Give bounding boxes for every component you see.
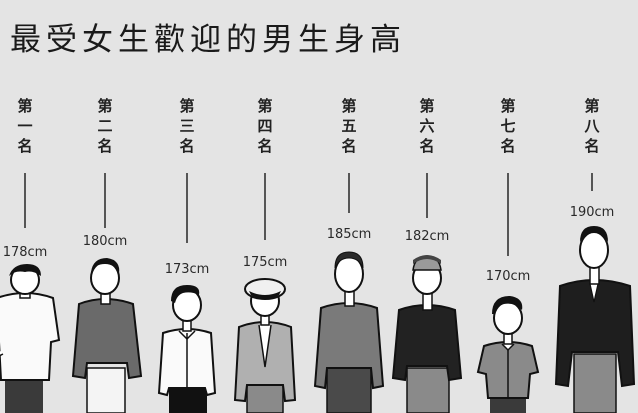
rank-char: 第 [17, 97, 33, 115]
rank-char: 第 [179, 97, 195, 115]
rank-char: 七 [500, 117, 516, 135]
rank-char: 二 [97, 117, 113, 135]
height-indicator-line [104, 173, 106, 228]
rank-label: 第 八 名 [583, 96, 601, 156]
height-label: 170cm [485, 269, 531, 284]
rank-char: 名 [257, 137, 273, 155]
height-indicator-line [507, 173, 509, 256]
rank-char: 名 [584, 137, 600, 155]
rank-label: 第 七 名 [499, 96, 517, 156]
rank-column-5: 第 五 名 185cm [309, 0, 389, 413]
height-indicator-line [186, 173, 188, 243]
rank-char: 八 [584, 117, 600, 135]
rank-char: 名 [179, 137, 195, 155]
rank-column-7: 第 七 名 170cm [468, 0, 548, 413]
height-indicator-line [264, 173, 266, 240]
rank-char: 名 [97, 137, 113, 155]
rank-char: 第 [419, 97, 435, 115]
rank-column-3: 第 三 名 173cm [147, 0, 227, 413]
rank-column-6: 第 六 名 182cm [387, 0, 467, 413]
height-label: 180cm [82, 234, 128, 249]
man-figure-white-shirt-bow [157, 285, 217, 413]
rank-char: 第 [341, 97, 357, 115]
rank-label: 第 一 名 [16, 96, 34, 156]
rank-char: 第 [97, 97, 113, 115]
rank-column-8: 第 八 名 190cm [552, 0, 636, 413]
rank-char: 第 [500, 97, 516, 115]
height-indicator-line [24, 173, 26, 228]
height-label: 190cm [569, 205, 615, 220]
man-figure-black-sweater [391, 255, 463, 413]
man-figure-white-tshirt [0, 264, 61, 413]
rank-char: 名 [500, 137, 516, 155]
rank-char: 五 [341, 117, 357, 135]
rank-label: 第 二 名 [96, 96, 114, 156]
man-figure-polo-shirt [476, 296, 540, 413]
rank-char: 名 [419, 137, 435, 155]
height-indicator-line [591, 173, 593, 191]
height-indicator-line [426, 173, 428, 218]
rank-label: 第 五 名 [340, 96, 358, 156]
height-indicator-line [348, 173, 350, 213]
rank-label: 第 六 名 [418, 96, 436, 156]
man-figure-gray-sweater [71, 258, 143, 413]
rank-char: 第 [584, 97, 600, 115]
rank-label: 第 四 名 [256, 96, 274, 156]
height-label: 173cm [164, 262, 210, 277]
height-label: 182cm [404, 229, 450, 244]
rank-label: 第 三 名 [178, 96, 196, 156]
rank-char: 三 [179, 117, 195, 135]
page-title: 最受女生歡迎的男生身高 [10, 22, 406, 58]
rank-char: 名 [341, 137, 357, 155]
man-figure-gray-henley-shorts [313, 251, 385, 413]
man-figure-hat-blazer [233, 278, 297, 413]
height-label: 175cm [242, 255, 288, 270]
rank-char: 六 [419, 117, 435, 135]
rank-char: 四 [257, 117, 273, 135]
rank-char: 第 [257, 97, 273, 115]
rank-char: 一 [17, 117, 33, 135]
rank-char: 名 [17, 137, 33, 155]
height-label: 185cm [326, 227, 372, 242]
rank-column-4: 第 四 名 175cm [225, 0, 305, 413]
rank-column-2: 第 二 名 180cm [65, 0, 145, 413]
man-figure-black-suit [554, 226, 636, 413]
height-label: 178cm [2, 245, 48, 260]
rank-column-1: 第 一 名 178cm [0, 0, 65, 413]
